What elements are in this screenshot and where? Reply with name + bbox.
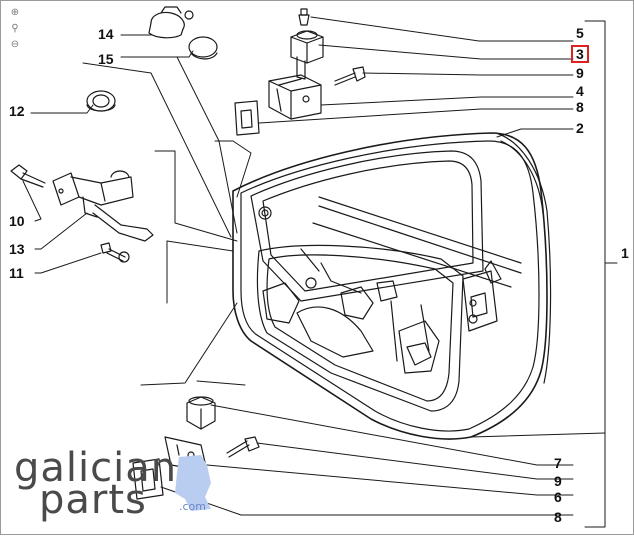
callout-5[interactable]: 5 — [576, 25, 584, 41]
grommet-14[interactable] — [148, 6, 194, 39]
zoom-reset-icon[interactable]: ⚲ — [11, 23, 19, 34]
callout-11[interactable]: 11 — [9, 265, 24, 281]
door-check-13[interactable] — [52, 170, 154, 242]
door-stop-pin-5[interactable] — [298, 8, 310, 26]
zoom-in-icon[interactable]: ⊕ — [10, 7, 20, 18]
logo-text-bottom: parts — [39, 477, 147, 523]
shim-plate-8-bottom[interactable] — [132, 458, 164, 500]
hinge-bracket-4[interactable] — [268, 74, 322, 120]
zoom-out-icon[interactable]: ⊖ — [10, 39, 20, 50]
door-shell[interactable] — [232, 132, 552, 440]
callout-1[interactable]: 1 — [621, 245, 629, 261]
logo-text-suffix: .com — [179, 500, 206, 513]
hinge-upper-3[interactable] — [290, 30, 324, 80]
callout-14[interactable]: 14 — [98, 26, 114, 42]
logo-text-top: galician — [14, 445, 178, 491]
bolt-9-top[interactable] — [334, 66, 366, 86]
leader-lines — [22, 16, 618, 528]
bolt-10[interactable] — [10, 164, 46, 188]
callout-3-selected[interactable]: 3 — [571, 45, 589, 63]
callout-4[interactable]: 4 — [576, 83, 584, 99]
callout-13[interactable]: 13 — [9, 241, 25, 257]
callout-8-top[interactable]: 8 — [576, 99, 584, 115]
bolt-9-bottom[interactable] — [226, 436, 260, 458]
callout-10[interactable]: 10 — [9, 213, 25, 229]
plug-15[interactable] — [188, 36, 218, 60]
callout-9-bottom[interactable]: 9 — [554, 473, 562, 489]
callout-8-bottom[interactable]: 8 — [554, 509, 562, 525]
callout-9-top[interactable]: 9 — [576, 65, 584, 81]
hinge-pin-7[interactable] — [186, 396, 216, 430]
grommet-12[interactable] — [86, 90, 116, 112]
callout-6[interactable]: 6 — [554, 489, 562, 505]
callout-7[interactable]: 7 — [554, 455, 562, 471]
shim-plate-8-top[interactable] — [234, 100, 260, 136]
region-map-icon — [175, 455, 211, 511]
callout-15[interactable]: 15 — [98, 51, 114, 67]
callout-2[interactable]: 2 — [576, 120, 584, 136]
screw-11[interactable] — [100, 242, 130, 263]
callout-12[interactable]: 12 — [9, 103, 25, 119]
